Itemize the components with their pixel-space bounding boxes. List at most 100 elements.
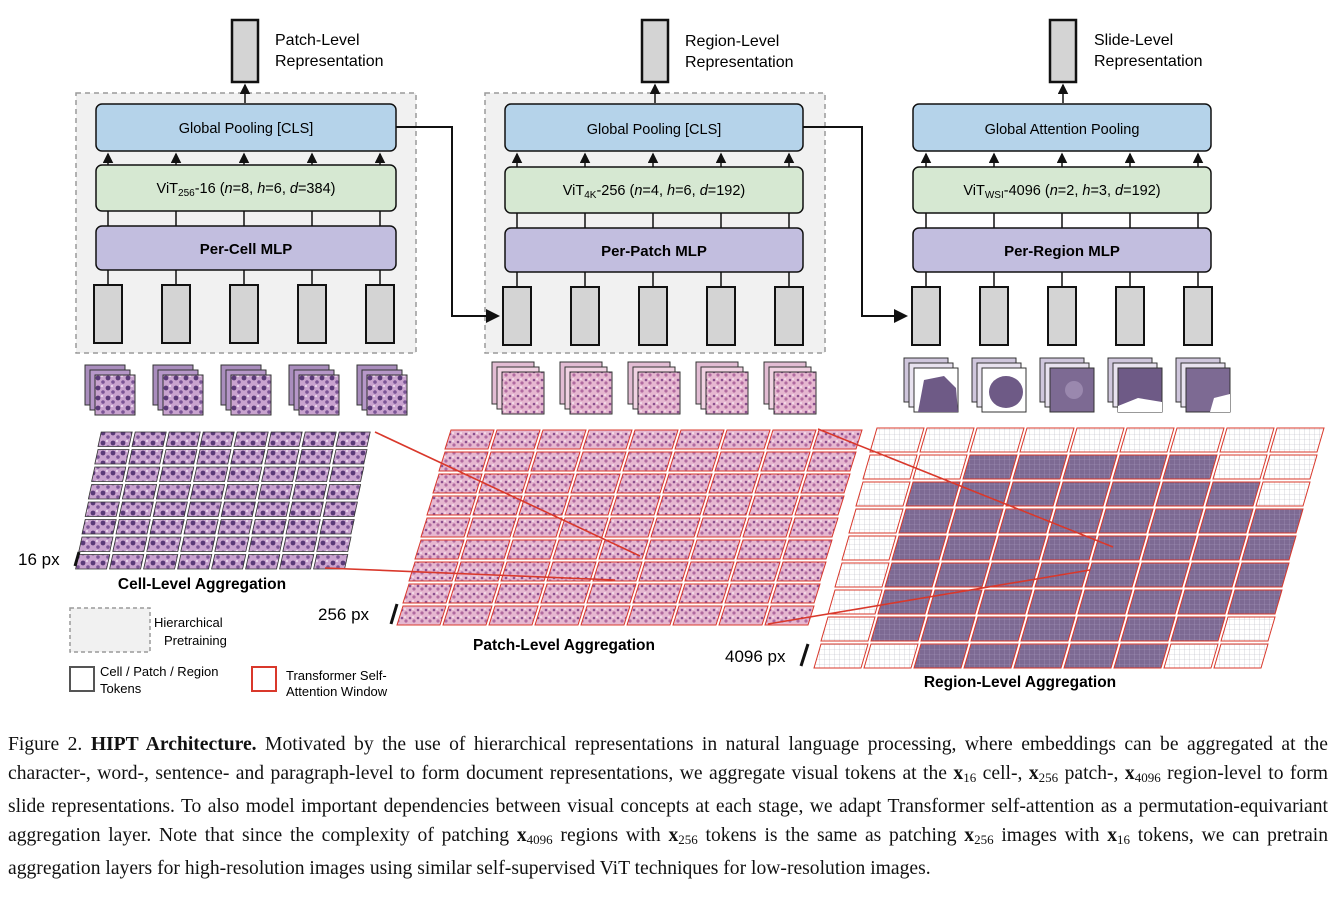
grid-tile bbox=[1098, 508, 1154, 534]
vit-label: ViT4K-256 (n=4, h=6, d=192) bbox=[563, 183, 746, 201]
grid-tile bbox=[295, 466, 331, 482]
grid-tile bbox=[604, 517, 655, 538]
grid-tile bbox=[869, 427, 925, 453]
grid-tile bbox=[319, 519, 355, 535]
caption-text-1: Motivated by the use of hierarchical rep… bbox=[8, 734, 1328, 784]
caption-text-3: patch-, bbox=[1064, 763, 1119, 784]
grid-tile bbox=[282, 536, 318, 552]
vit-box bbox=[504, 166, 804, 214]
grid-tile bbox=[536, 429, 587, 450]
output-label-2: Representation bbox=[685, 54, 794, 71]
grid-tile bbox=[742, 517, 793, 538]
output-token bbox=[230, 18, 260, 84]
grid-tile bbox=[109, 554, 145, 570]
output-label-2: Representation bbox=[1094, 53, 1203, 70]
mlp-label: Per-Cell MLP bbox=[200, 241, 293, 258]
grid-tile bbox=[800, 473, 851, 494]
caption-sub-16: 16 bbox=[963, 770, 977, 785]
legend-pretraining-label-2: Pretraining bbox=[164, 633, 227, 648]
caption-title: HIPT Architecture. bbox=[90, 734, 257, 755]
grid-tile bbox=[1163, 643, 1219, 669]
grid-tile bbox=[1169, 427, 1225, 453]
grid-tile bbox=[478, 473, 529, 494]
grid-tile bbox=[506, 539, 557, 560]
grid-tile bbox=[948, 508, 1004, 534]
grid-tile bbox=[1077, 589, 1133, 615]
grid-tile bbox=[813, 643, 869, 669]
region-level-aggregation-title: Region-Level Aggregation bbox=[924, 674, 1116, 691]
legend-token-label-2: Tokens bbox=[100, 681, 142, 696]
grid-tile bbox=[863, 643, 919, 669]
grid-tile bbox=[149, 519, 185, 535]
grid-tile bbox=[668, 451, 719, 472]
grid-tile bbox=[518, 495, 569, 516]
scale-label-4096: 4096 px bbox=[725, 647, 786, 666]
grid-tile bbox=[1255, 481, 1311, 507]
grid-tile bbox=[672, 605, 723, 626]
grid-tile bbox=[484, 451, 535, 472]
grid-tile bbox=[1155, 481, 1211, 507]
region-level-grid bbox=[813, 427, 1325, 669]
grid-tile bbox=[257, 484, 294, 500]
grid-tile bbox=[162, 449, 198, 465]
grid-tile bbox=[730, 561, 781, 582]
grid-tile bbox=[638, 561, 689, 582]
grid-tile bbox=[1070, 616, 1126, 642]
grid-tile bbox=[115, 519, 151, 535]
grid-tile bbox=[214, 536, 250, 552]
grid-tile bbox=[414, 539, 465, 560]
grid-tile bbox=[998, 508, 1054, 534]
grid-tile bbox=[1241, 535, 1297, 561]
grid-tile bbox=[165, 431, 201, 447]
grid-tile bbox=[152, 501, 188, 517]
legend-token-label: Cell / Patch / Region bbox=[100, 664, 219, 679]
grid-tile bbox=[217, 519, 253, 535]
grid-tile bbox=[644, 539, 695, 560]
grid-tile bbox=[870, 616, 926, 642]
grid-tile bbox=[426, 495, 477, 516]
legend-window-swatch bbox=[251, 666, 277, 692]
mlp-label: Per-Patch MLP bbox=[601, 243, 707, 260]
mlp-box bbox=[95, 225, 397, 271]
grid-tile bbox=[444, 429, 495, 450]
mlp-label: Per-Region MLP bbox=[1004, 243, 1120, 260]
grid-tile bbox=[199, 431, 235, 447]
grid-tile bbox=[1112, 454, 1168, 480]
grid-tile bbox=[230, 449, 266, 465]
grid-tile bbox=[180, 536, 216, 552]
grid-tile bbox=[724, 583, 775, 604]
caption-var-x: x bbox=[1028, 763, 1039, 784]
grid-tile bbox=[913, 643, 969, 669]
grid-tile bbox=[1091, 535, 1147, 561]
vit-label: ViT256-16 (n=8, h=6, d=384) bbox=[157, 181, 336, 199]
grid-tile bbox=[891, 535, 947, 561]
output-label: Slide-Level bbox=[1094, 32, 1173, 49]
grid-tile bbox=[1120, 616, 1176, 642]
caption-sub-256: 256 bbox=[678, 832, 698, 847]
grid-tile bbox=[211, 554, 247, 570]
grid-tile bbox=[1198, 508, 1254, 534]
grid-tile bbox=[460, 539, 511, 560]
grid-tile bbox=[1113, 643, 1169, 669]
input-tokens bbox=[911, 286, 1213, 346]
grid-tile bbox=[1219, 427, 1275, 453]
mlp-box bbox=[504, 227, 804, 273]
grid-tile bbox=[841, 535, 897, 561]
caption-sub-4096: 4096 bbox=[526, 832, 553, 847]
stage-cell-level: Patch-Level Representation Global Poolin… bbox=[75, 18, 417, 416]
grid-tile bbox=[920, 616, 976, 642]
grid-tile bbox=[1248, 508, 1304, 534]
grid-tile bbox=[118, 501, 154, 517]
caption-sub-256: 256 bbox=[1038, 770, 1059, 785]
grid-tile bbox=[776, 561, 827, 582]
grid-tile bbox=[298, 449, 334, 465]
grid-tile bbox=[1119, 427, 1175, 453]
grid-tile bbox=[1069, 427, 1125, 453]
grid-tile bbox=[736, 539, 787, 560]
grid-tile bbox=[794, 495, 845, 516]
caption-text-6: tokens is the same as patching bbox=[705, 825, 957, 846]
grid-tile bbox=[396, 605, 447, 626]
grid-tile bbox=[91, 466, 127, 482]
vit-label: ViTWSI-4096 (n=2, h=3, d=192) bbox=[963, 183, 1160, 201]
grid-tile bbox=[1013, 643, 1069, 669]
